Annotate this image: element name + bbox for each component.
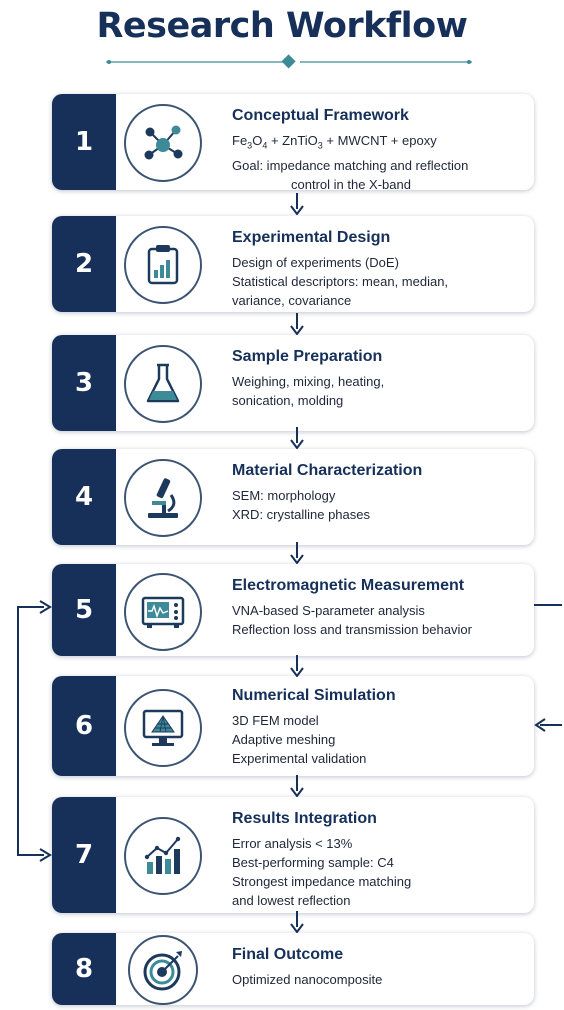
step-title: Electromagnetic Measurement (232, 577, 465, 594)
step-number: 3 (52, 335, 116, 431)
step-card-8: 8 Final Outcome Optimized nanocomposite (52, 933, 534, 1005)
step-title: Final Outcome (232, 946, 344, 963)
step-line: Goal: impedance matching and reflection (232, 157, 469, 173)
arrow-head-icon (39, 848, 52, 862)
right-feedback-loop (534, 604, 562, 726)
step-number: 5 (52, 564, 116, 656)
step-line: 3D FEM model (232, 713, 319, 728)
step-card-4: 4 Material Characterization SEM: morphol… (52, 449, 534, 545)
step-line: XRD: crystalline phases (232, 507, 370, 522)
down-arrow-icon (290, 911, 304, 933)
step-line: Weighing, mixing, heating, (232, 374, 385, 389)
step-line: Strongest impedance matching (232, 874, 412, 889)
step-line: Experimental validation (232, 751, 367, 766)
step-line: control in the X-band (291, 176, 411, 192)
step-title: Sample Preparation (232, 348, 383, 365)
step-line: SEM: morphology (232, 488, 336, 503)
step-line: and lowest reflection (232, 893, 351, 908)
step-line: Error analysis < 13% (232, 836, 353, 851)
step-line: variance, covariance (232, 293, 352, 308)
step-title: Experimental Design (232, 229, 391, 246)
step-line: Fe3O4 + ZnTiO3 + MWCNT + epoxy (232, 133, 437, 151)
step-number: 1 (52, 94, 116, 190)
flask-icon (124, 345, 202, 423)
left-feedback-loop (17, 606, 44, 856)
step-number: 2 (52, 216, 116, 312)
network-icon (124, 104, 202, 182)
step-card-7: 7 Results Integration Error analysis < 1… (52, 797, 534, 913)
step-card-2: 2 Experimental Design Design of experime… (52, 216, 534, 312)
step-number: 4 (52, 449, 116, 545)
down-arrow-icon (290, 542, 304, 564)
step-title: Conceptual Framework (232, 107, 409, 124)
page-title: Research Workflow (96, 6, 468, 46)
down-arrow-icon (290, 655, 304, 677)
title-divider (106, 54, 472, 69)
step-card-3: 3 Sample Preparation Weighing, mixing, h… (52, 335, 534, 431)
step-title: Results Integration (232, 810, 377, 827)
step-line: VNA-based S-parameter analysis (232, 603, 425, 618)
down-arrow-icon (290, 313, 304, 335)
step-line: Optimized nanocomposite (232, 972, 383, 987)
step-number: 8 (52, 933, 116, 1005)
microscope-icon (124, 459, 202, 537)
down-arrow-icon (290, 427, 304, 449)
step-line: Statistical descriptors: mean, median, (232, 274, 449, 289)
step-title: Material Characterization (232, 462, 423, 479)
step-line: Design of experiments (DoE) (232, 255, 399, 270)
step-line: Adaptive meshing (232, 732, 336, 747)
step-line: Best-performing sample: C4 (232, 855, 394, 870)
down-arrow-icon (290, 193, 304, 215)
clipboard-chart-icon (124, 226, 202, 304)
monitor-mesh-icon (124, 689, 202, 767)
step-line: Reflection loss and transmission behavio… (232, 622, 472, 637)
step-card-1: 1 Conceptual Framework Fe3O4 + ZnTiO3 + … (52, 94, 534, 192)
bar-chart-icon (124, 817, 202, 895)
target-icon (128, 935, 198, 1005)
step-number: 6 (52, 676, 116, 776)
step-title: Numerical Simulation (232, 687, 396, 704)
arrow-head-icon (39, 600, 52, 614)
step-card-6: 6 Numerical Simulation 3D FEM model Adap… (52, 676, 534, 776)
arrow-head-icon (534, 718, 546, 732)
step-line: sonication, molding (232, 393, 344, 408)
down-arrow-icon (290, 775, 304, 797)
step-card-5: 5 Electromagnetic Measurement VNA-based … (52, 564, 534, 656)
step-number: 7 (52, 797, 116, 913)
vna-instrument-icon (124, 573, 202, 651)
